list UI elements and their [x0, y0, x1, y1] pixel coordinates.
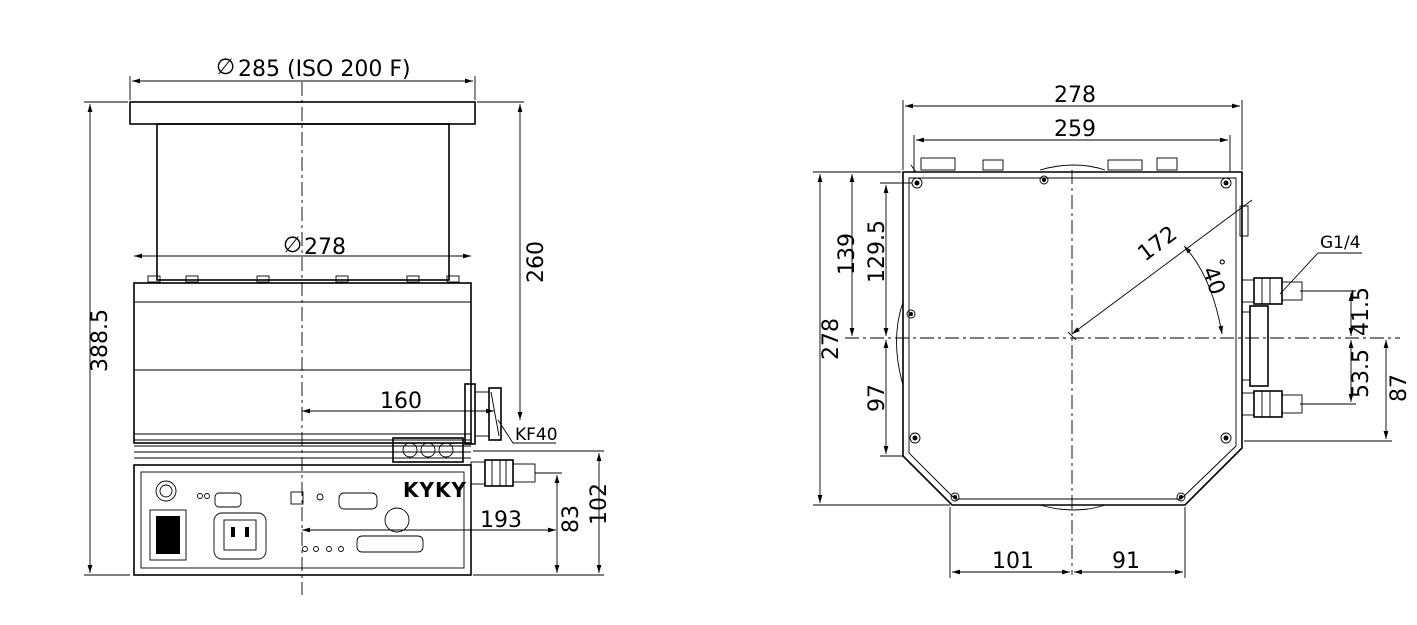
serial-port-2 [338, 492, 378, 510]
pump-body [133, 282, 472, 444]
serial-port-1 [214, 492, 242, 508]
screws [906, 175, 1232, 502]
width-inner-label: 259 [1054, 117, 1096, 142]
dim-91-label: 91 [1112, 549, 1140, 574]
bottom-view: 278 259 278 139 129.5 97 172 40 ° [813, 83, 1412, 578]
brand-label: KYKY [403, 478, 467, 502]
dim-101-label: 101 [992, 549, 1034, 574]
bolt-tabs [147, 275, 460, 283]
pump-outline [902, 171, 1243, 506]
offset-193-label: 193 [480, 508, 522, 533]
offset-160-label: 160 [380, 389, 422, 414]
upper-height-label: 260 [524, 241, 549, 283]
power-switch-knob [155, 480, 177, 502]
upper-cylinder [156, 123, 450, 281]
dim-1295-label: 129.5 [865, 220, 890, 283]
water-fitting [470, 459, 536, 487]
height-83-label: 83 [559, 505, 584, 533]
side-view: KYKY ∅ 285 (ISO 200 F) ∅ 278 [84, 55, 612, 595]
width-outer-label: 278 [1054, 83, 1096, 108]
radius-label: 172 [1134, 222, 1183, 267]
side-fittings [1239, 205, 1303, 418]
coolant-fitting [392, 437, 464, 463]
dim-97-label: 97 [865, 384, 890, 412]
flange-dim-label: 285 (ISO 200 F) [238, 57, 411, 82]
kf40-label: KF40 [515, 425, 558, 445]
start-button [290, 491, 304, 505]
total-height-label: 388.5 [88, 309, 113, 372]
ac-inlet [213, 512, 267, 560]
top-flange [129, 101, 476, 125]
kf40-port [464, 383, 502, 445]
degree-symbol: ° [1218, 257, 1227, 277]
body-dia-symbol: ∅ [283, 233, 302, 258]
remote-connector [384, 507, 410, 533]
db37-connector [356, 535, 424, 553]
dim-139-label: 139 [835, 233, 860, 275]
height-102-label: 102 [587, 483, 612, 525]
dim-87-label: 87 [1387, 374, 1412, 402]
thread-label: G1/4 [1320, 233, 1361, 253]
body-dia-label: 278 [304, 235, 346, 260]
dim-535-label: 53.5 [1349, 349, 1374, 398]
controller-box [133, 464, 472, 576]
power-switch [149, 509, 187, 561]
flange-dia-symbol: ∅ [216, 55, 235, 80]
dim-415-label: 41.5 [1349, 287, 1374, 336]
height-total-label: 278 [819, 318, 844, 360]
top-connectors [910, 157, 1178, 173]
